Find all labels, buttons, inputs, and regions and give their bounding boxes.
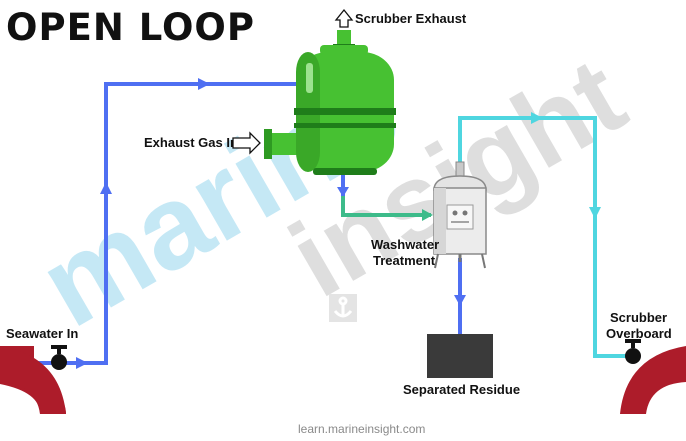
label-exhaust-gas-in: Exhaust Gas In xyxy=(144,135,238,150)
valve-icon xyxy=(51,345,67,370)
seawater-flow-arrows xyxy=(76,78,349,369)
washwater-line xyxy=(341,196,433,221)
label-washwater: Washwater xyxy=(371,237,439,252)
separated-residue-tank xyxy=(427,334,493,378)
arrow-outline-icon xyxy=(232,131,261,155)
residue-line xyxy=(454,258,466,334)
anchor-icon xyxy=(329,294,357,322)
seawater-intake-pipe-curve xyxy=(0,346,66,414)
page-title: OPEN LOOP xyxy=(6,6,255,49)
flow-arrow xyxy=(589,207,601,219)
scrubber-vessel xyxy=(264,45,396,175)
flow-arrow xyxy=(76,357,88,369)
label-seawater-in: Seawater In xyxy=(6,326,78,341)
flow-arrow xyxy=(198,78,210,90)
flow-arrow xyxy=(100,182,112,194)
valve-icon xyxy=(625,339,641,364)
washwater-treatment-tank xyxy=(433,161,487,269)
overboard-pipe xyxy=(620,346,686,414)
footer-url: learn.marineinsight.com xyxy=(298,422,425,436)
label-scrubber: Scrubber xyxy=(610,310,667,325)
flow-arrow xyxy=(531,112,543,124)
label-scrubber-exhaust: Scrubber Exhaust xyxy=(355,11,467,26)
overboard-line xyxy=(458,112,632,358)
label-overboard: Overboard xyxy=(606,326,672,341)
flow-arrow xyxy=(422,209,433,221)
arrow-outline-icon xyxy=(334,8,354,28)
label-separated-residue: Separated Residue xyxy=(403,382,520,397)
flow-arrow xyxy=(454,295,466,306)
flow-arrow xyxy=(337,187,349,197)
label-treatment: Treatment xyxy=(373,253,436,268)
